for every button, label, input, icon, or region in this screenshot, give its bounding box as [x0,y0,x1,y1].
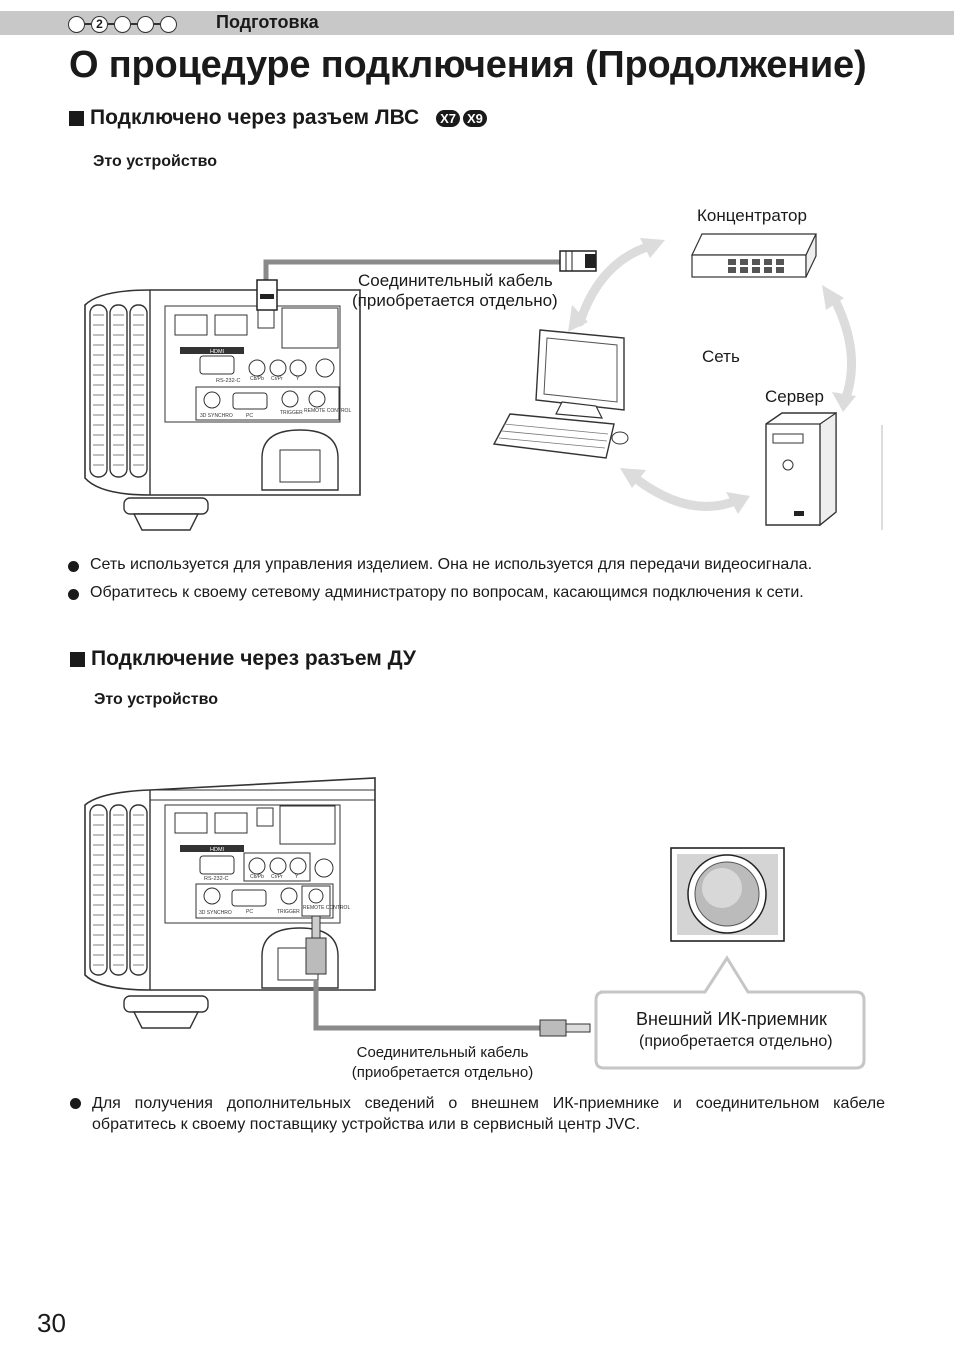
step-indicator: 2 [68,14,177,34]
remote-diagram: HDMI RS-232-C Cb/Pb Cr/Pr Y 3D SYNCHRO P… [84,777,785,1041]
lan-note-2: Обратитесь к своему сетевому администрат… [68,584,928,602]
projector-rear-panel [84,289,361,531]
remote-port-label: REMOTE CONTROL [304,408,351,414]
lan-cable-label-line2: (приобретается отдельно) [352,291,558,310]
remote-note: Для получения дополнительных сведений о … [70,1093,885,1135]
page-title: О процедуре подключения (Продолжение) [69,44,867,86]
network-label: Сеть [702,347,740,366]
cr-port-label: Cr/Pr [271,376,283,382]
ir-receiver-device [670,847,785,942]
lan-heading-text: Подключено через разъем ЛВС [90,106,420,129]
remote-cable-label-line2: (приобретается отдельно) [351,1064,534,1081]
remote-cable-label: Соединительный кабель (приобретается отд… [340,1043,545,1083]
lan-cable-label-line1: Соединительный кабель [358,271,553,290]
y-port-label-2: Y [295,874,299,880]
pc-port-label: PC [246,413,253,419]
cb-port-label-2: Cb/Pb [250,874,264,880]
lan-note-1: Сеть используется для управления изделие… [68,556,928,574]
network-arrows [575,241,857,511]
remote-cable-label-line1: Соединительный кабель [356,1044,529,1061]
page-number: 30 [37,1308,66,1338]
model-badge-x7: X7 [436,109,461,127]
ir-receiver-subtitle: (приобретается отдельно) [639,1033,833,1050]
step-5 [160,15,177,33]
rs232-port-label-2: RS-232-C [204,876,228,882]
lan-cable [256,250,597,311]
cb-port-label: Cb/Pb [250,376,264,382]
rs232-port-label: RS-232-C [216,378,240,384]
trigger-port-label-2: TRIGGER [277,909,300,915]
server-label: Сервер [765,387,824,406]
hdmi-port-label: HDMI [210,349,225,355]
lan-note-2-text: Обратитесь к своему сетевому администрат… [90,584,804,601]
header-band [0,11,954,35]
remote-heading: Подключение через разъем ДУ [70,647,416,671]
y-port-label: Y [296,376,300,382]
step-3 [114,15,131,33]
cr-port-label-2: Cr/Pr [271,874,283,880]
synchro-port-label-2: 3D SYNCHRO [199,910,232,916]
lan-heading: Подключено через разъем ЛВС X7 X9 [69,106,487,130]
lan-note-1-text: Сеть используется для управления изделие… [90,556,813,573]
section-label: Подготовка [216,12,319,32]
server-icon [765,411,837,527]
computer-icon [492,329,629,459]
hub-device [691,233,817,278]
lan-device-label: Это устройство [93,153,217,170]
remote-note-text: Для получения дополнительных сведений о … [92,1095,885,1133]
remote-device-label: Это устройство [94,691,218,708]
step-4 [137,15,154,33]
lan-diagram: HDMI RS-232-C Cb/Pb Cr/Pr Y 3D SYNCHRO P… [84,233,883,531]
step-2-active: 2 [91,15,108,33]
projector-rear-panel-2 [84,777,376,1029]
remote-port-label-2: REMOTE CONTROL [303,905,350,911]
pc-port-label-2: PC [246,909,253,915]
mini-jack-cable [305,915,591,1037]
step-1 [68,15,85,33]
synchro-port-label: 3D SYNCHRO [200,413,233,419]
ir-receiver-title: Внешний ИК-приемник [636,1009,827,1029]
ir-callout [594,955,866,1070]
remote-heading-text: Подключение через разъем ДУ [91,647,416,670]
hdmi-port-label-2: HDMI [210,847,225,853]
trigger-port-label: TRIGGER [280,410,303,416]
model-badge-x9: X9 [463,109,487,127]
hub-label: Концентратор [697,206,807,225]
